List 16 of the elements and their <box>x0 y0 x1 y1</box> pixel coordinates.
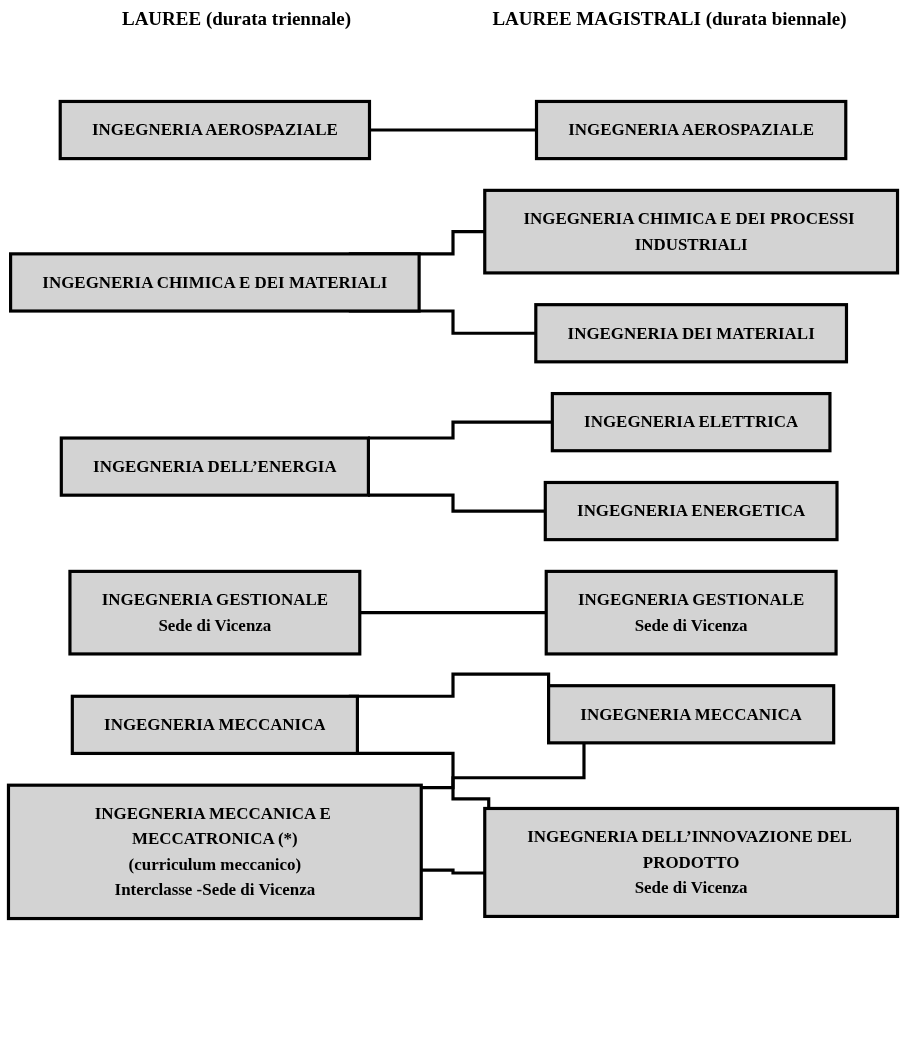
node-box: INGEGNERIA ELETTRICA <box>550 392 832 453</box>
node-box: INGEGNERIA DELL’INNOVAZIONE DEL PRODOTTO Sede di Vicenza <box>483 806 900 918</box>
node-box: INGEGNERIA CHIMICA E DEI PROCESSI INDUSTRIALI <box>483 188 900 275</box>
node-box: INGEGNERIA MECCANICA <box>70 694 359 755</box>
node-box: INGEGNERIA MECCANICA E MECCATRONICA (*) (curriculum meccanico) Interclasse -Sede di Vicenza <box>6 783 423 921</box>
node-box: INGEGNERIA GESTIONALE Sede di Vicenza <box>544 569 838 656</box>
column-heading: LAUREE MAGISTRALI (durata biennale) <box>491 8 848 30</box>
node-box: INGEGNERIA ENERGETICA <box>543 480 839 542</box>
node-box: INGEGNERIA GESTIONALE Sede di Vicenza <box>68 569 362 656</box>
node-box: INGEGNERIA MECCANICA <box>547 684 836 745</box>
node-box: INGEGNERIA CHIMICA E DEI MATERIALI <box>9 252 421 313</box>
node-box: INGEGNERIA AEROSPAZIALE <box>58 99 372 161</box>
column-heading: LAUREE (durata triennale) <box>120 8 353 30</box>
node-box: INGEGNERIA AEROSPAZIALE <box>534 99 848 161</box>
node-box: INGEGNERIA DELL’ENERGIA <box>59 436 370 497</box>
node-box: INGEGNERIA DEI MATERIALI <box>534 303 849 364</box>
